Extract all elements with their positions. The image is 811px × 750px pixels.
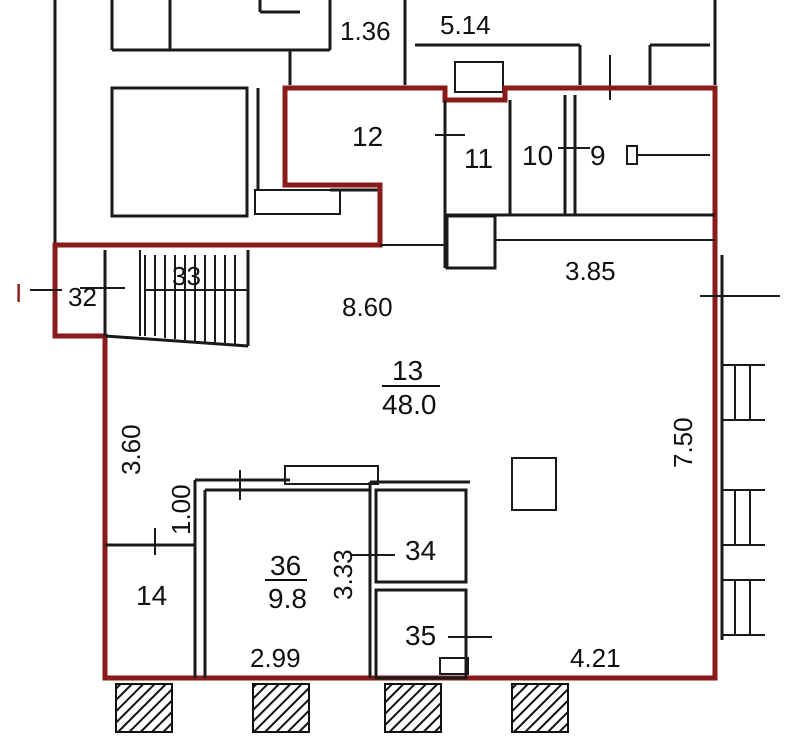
dim-3-33: 3.33	[328, 549, 358, 600]
room-13-number: 13	[392, 355, 423, 386]
dim-3-60: 3.60	[116, 424, 146, 475]
dim-1-00: 1.00	[166, 484, 196, 535]
room-14-label: 14	[136, 580, 167, 611]
north-rooms	[380, 95, 715, 270]
south-rooms	[105, 457, 557, 680]
room-33-label: 33	[172, 261, 201, 291]
dim-7-50: 7.50	[668, 417, 698, 468]
dim-2-99: 2.99	[250, 643, 301, 673]
room-11-label: 11	[464, 143, 493, 174]
section-mark: I	[15, 278, 22, 308]
top-dim-a: 1.36	[340, 16, 391, 46]
dim-3-85: 3.85	[565, 256, 616, 286]
highlighted-premises	[52, 85, 718, 681]
east-exterior	[700, 255, 780, 640]
upper-walls	[53, 0, 717, 245]
room-10-label: 10	[522, 140, 553, 171]
room-9-label: 9	[590, 140, 606, 171]
room-13-area: 48.0	[382, 389, 437, 420]
room-35-label: 35	[405, 620, 436, 651]
room-12-label: 12	[352, 121, 383, 152]
room-32-label: 32	[68, 282, 97, 312]
dim-4-21: 4.21	[570, 643, 621, 673]
room-36-area: 9.8	[268, 583, 307, 614]
top-dim-b: 5.14	[440, 10, 491, 40]
staircase	[30, 250, 250, 348]
room-36-number: 36	[270, 550, 301, 581]
hatched-blocks	[115, 683, 569, 733]
room-34-label: 34	[405, 535, 436, 566]
dim-8-60: 8.60	[342, 292, 393, 322]
